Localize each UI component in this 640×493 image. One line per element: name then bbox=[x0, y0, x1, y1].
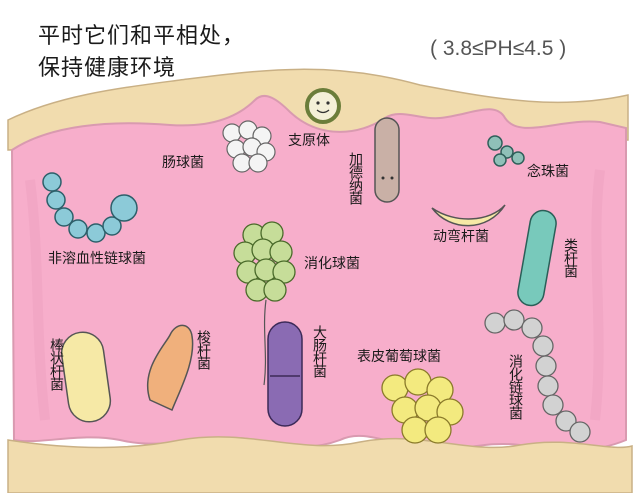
label-staph-epidermidis: 表皮葡萄球菌 bbox=[357, 349, 441, 365]
label-mobiluncus: 动弯杆菌 bbox=[433, 229, 489, 245]
peptostreptococcus-microbe bbox=[484, 309, 591, 443]
label-non-hemolytic-strep: 非溶血性链球菌 bbox=[48, 251, 146, 267]
gardnerella-microbe bbox=[374, 117, 400, 203]
label-candida: 念珠菌 bbox=[527, 164, 569, 180]
label-enterococcus: 肠球菌 bbox=[162, 155, 204, 171]
peptococcus-stem bbox=[263, 299, 267, 386]
non-hemolytic-strep-microbe bbox=[42, 172, 138, 243]
fusobacterium-microbe bbox=[147, 324, 194, 412]
e-coli-microbe bbox=[267, 321, 303, 427]
label-mycoplasma: 支原体 bbox=[288, 133, 330, 149]
label-bacteroides: 类杆菌 bbox=[562, 238, 578, 277]
label-e-coli: 大肠杆菌 bbox=[311, 325, 327, 377]
label-peptococcus: 消化球菌 bbox=[304, 256, 360, 272]
mobiluncus-microbe bbox=[431, 204, 506, 227]
wall-fold bbox=[590, 169, 605, 421]
enterococcus-microbe bbox=[222, 120, 276, 173]
ph-range-label: ( 3.8≤PH≤4.5 ) bbox=[430, 37, 567, 60]
candida-microbe bbox=[487, 135, 525, 167]
bacteroides-microbe bbox=[517, 209, 557, 307]
title-line-1: 平时它们和平相处， bbox=[38, 24, 246, 49]
title-line-2: 保持健康环境 bbox=[38, 56, 177, 81]
wall-fold bbox=[25, 179, 50, 421]
corynebacterium-microbe bbox=[60, 331, 112, 423]
label-gardnerella: 加德纳菌 bbox=[347, 152, 363, 204]
mycoplasma-microbe bbox=[305, 88, 341, 124]
label-corynebacterium: 棒状杆菌 bbox=[48, 338, 64, 390]
wall-bottom-band bbox=[7, 436, 633, 493]
label-fusobacterium: 梭杆菌 bbox=[195, 330, 211, 369]
peptococcus-microbe bbox=[233, 221, 296, 302]
staph-epidermidis-microbe bbox=[381, 368, 464, 444]
label-peptostreptococcus: 消化链球菌 bbox=[507, 354, 523, 419]
